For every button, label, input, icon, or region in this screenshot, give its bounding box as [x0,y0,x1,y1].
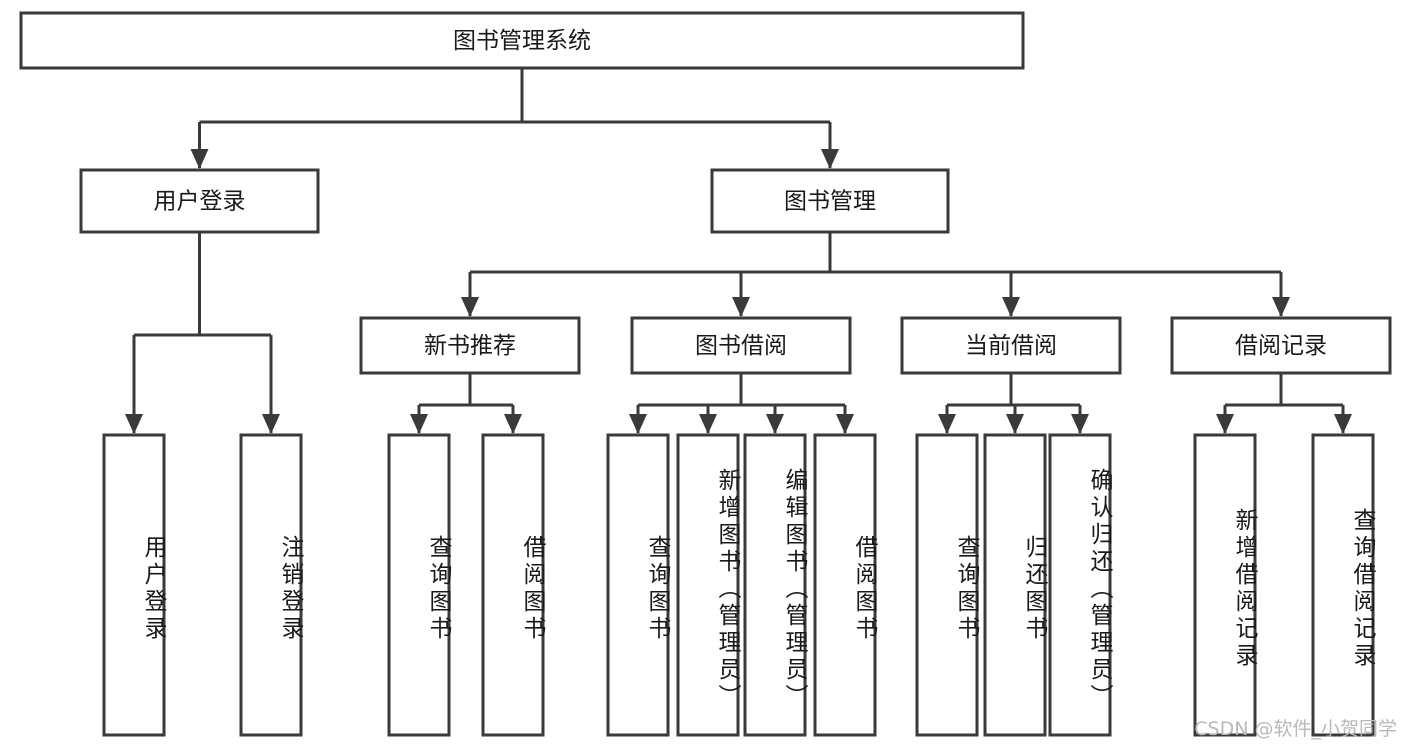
node-label-current-borrow: 当前借阅 [965,333,1057,359]
arrow-to-leaf-query-book-2 [629,414,647,434]
node-level2-user-login[interactable] [79,168,320,234]
arrow-to-book-manage [821,149,839,169]
node-leaf-leaf-query-book-1[interactable] [387,433,451,737]
node-label-book-borrow: 图书借阅 [695,333,787,359]
node-boxes [19,11,1392,737]
arrow-to-leaf-confirm-return [1071,414,1089,434]
node-level3-current-borrow[interactable] [900,316,1122,375]
node-leaf-leaf-query-book-3[interactable] [915,433,979,737]
node-leaf-leaf-return-book[interactable] [983,433,1047,737]
arrow-to-book-borrow [732,297,750,317]
arrow-to-leaf-query-book-3 [938,414,956,434]
arrow-to-leaf-query-book-1 [410,414,428,434]
node-leaf-leaf-confirm-return[interactable] [1048,433,1112,737]
node-leaf-leaf-add-book[interactable] [676,433,740,737]
arrow-to-leaf-add-record [1216,414,1234,434]
node-leaf-leaf-query-record[interactable] [1311,433,1375,737]
arrow-to-borrow-record [1272,297,1290,317]
arrow-to-new-book-recommend [461,297,479,317]
connector-lines [125,68,1352,434]
arrow-to-leaf-query-record [1334,414,1352,434]
node-leaf-leaf-logout-login[interactable] [239,433,303,737]
arrow-to-leaf-add-book [699,414,717,434]
watermark-text: CSDN @软件_小贺同学 [1194,718,1397,740]
node-leaf-leaf-borrow-book-2[interactable] [813,433,877,737]
arrow-to-leaf-edit-book [766,414,784,434]
arrow-to-leaf-return-book [1006,414,1024,434]
node-label-root: 图书管理系统 [453,28,591,54]
node-label-new-book-recommend: 新书推荐 [424,333,516,359]
arrow-to-user-login [190,149,209,169]
node-level2-book-manage[interactable] [710,168,950,234]
node-level3-borrow-record[interactable] [1170,316,1392,375]
node-root-root[interactable] [19,11,1025,70]
arrow-to-leaf-borrow-book-2 [836,414,854,434]
node-leaf-leaf-user-login[interactable] [102,433,166,737]
node-level3-new-book-recommend[interactable] [359,316,581,375]
node-leaf-leaf-query-book-2[interactable] [606,433,670,737]
node-leaf-leaf-borrow-book-1[interactable] [481,433,545,737]
arrow-to-leaf-logout-login [262,414,280,434]
node-leaf-leaf-add-record[interactable] [1193,433,1257,737]
node-label-user-login: 用户登录 [154,189,246,215]
node-label-borrow-record: 借阅记录 [1235,333,1327,359]
node-leaf-leaf-edit-book[interactable] [743,433,807,737]
arrow-to-leaf-borrow-book-1 [504,414,522,434]
arrow-to-current-borrow [1002,297,1020,317]
arrow-to-leaf-user-login [125,414,143,434]
node-level3-book-borrow[interactable] [630,316,852,375]
node-label-book-manage: 图书管理 [784,189,876,215]
